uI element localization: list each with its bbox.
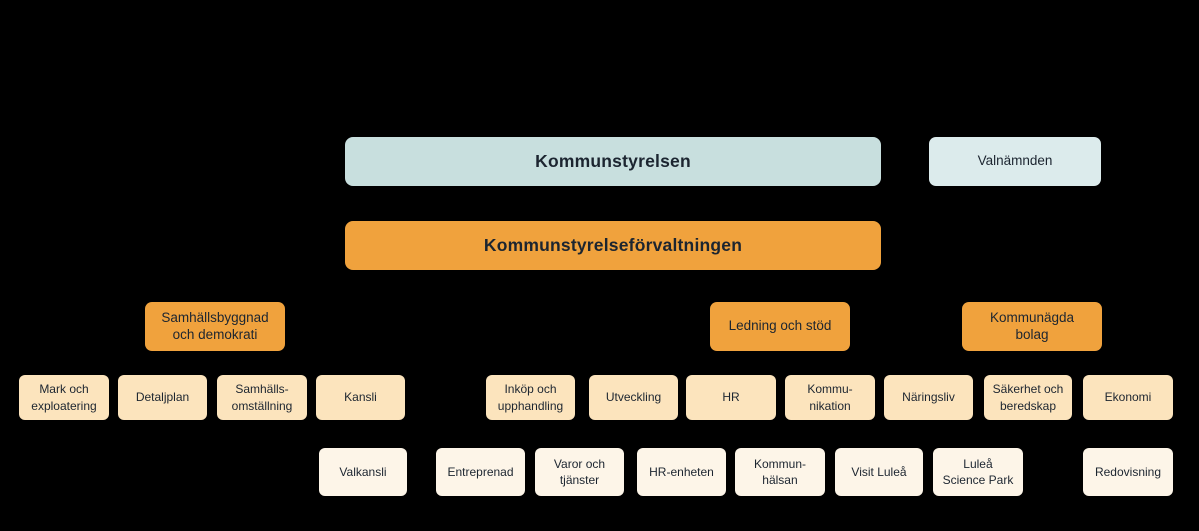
node-naringsliv: Näringsliv: [884, 375, 973, 420]
node-samhallsbyggnad-demokrati: Samhällsbyggnad och demokrati: [145, 302, 285, 351]
node-visit-lulea: Visit Luleå: [835, 448, 923, 496]
node-kommunagda-bolag: Kommunägda bolag: [962, 302, 1102, 351]
node-inkop-och-upphandling: Inköp och upphandling: [486, 375, 575, 420]
node-ekonomi: Ekonomi: [1083, 375, 1173, 420]
node-kommunhalsan: Kommun- hälsan: [735, 448, 825, 496]
node-valkansli: Valkansli: [319, 448, 407, 496]
node-redovisning: Redovisning: [1083, 448, 1173, 496]
node-hr: HR: [686, 375, 776, 420]
node-detaljplan: Detaljplan: [118, 375, 207, 420]
node-entreprenad: Entreprenad: [436, 448, 525, 496]
node-hr-enheten: HR-enheten: [637, 448, 726, 496]
node-kommunstyrelsen: Kommunstyrelsen: [345, 137, 881, 186]
node-utveckling: Utveckling: [589, 375, 678, 420]
node-varor-och-tjanster: Varor och tjänster: [535, 448, 624, 496]
node-ledning-och-stod: Ledning och stöd: [710, 302, 850, 351]
node-sakerhet-och-beredskap: Säkerhet och beredskap: [984, 375, 1072, 420]
node-mark-och-exploatering: Mark och exploatering: [19, 375, 109, 420]
node-kommunstyrelseforvaltningen: Kommunstyrelseförvaltningen: [345, 221, 881, 270]
node-kansli: Kansli: [316, 375, 405, 420]
node-valnamnden: Valnämnden: [929, 137, 1101, 186]
node-samhallsomstallning: Samhälls- omställning: [217, 375, 307, 420]
node-kommunikation: Kommu- nikation: [785, 375, 875, 420]
node-lulea-science-park: Luleå Science Park: [933, 448, 1023, 496]
